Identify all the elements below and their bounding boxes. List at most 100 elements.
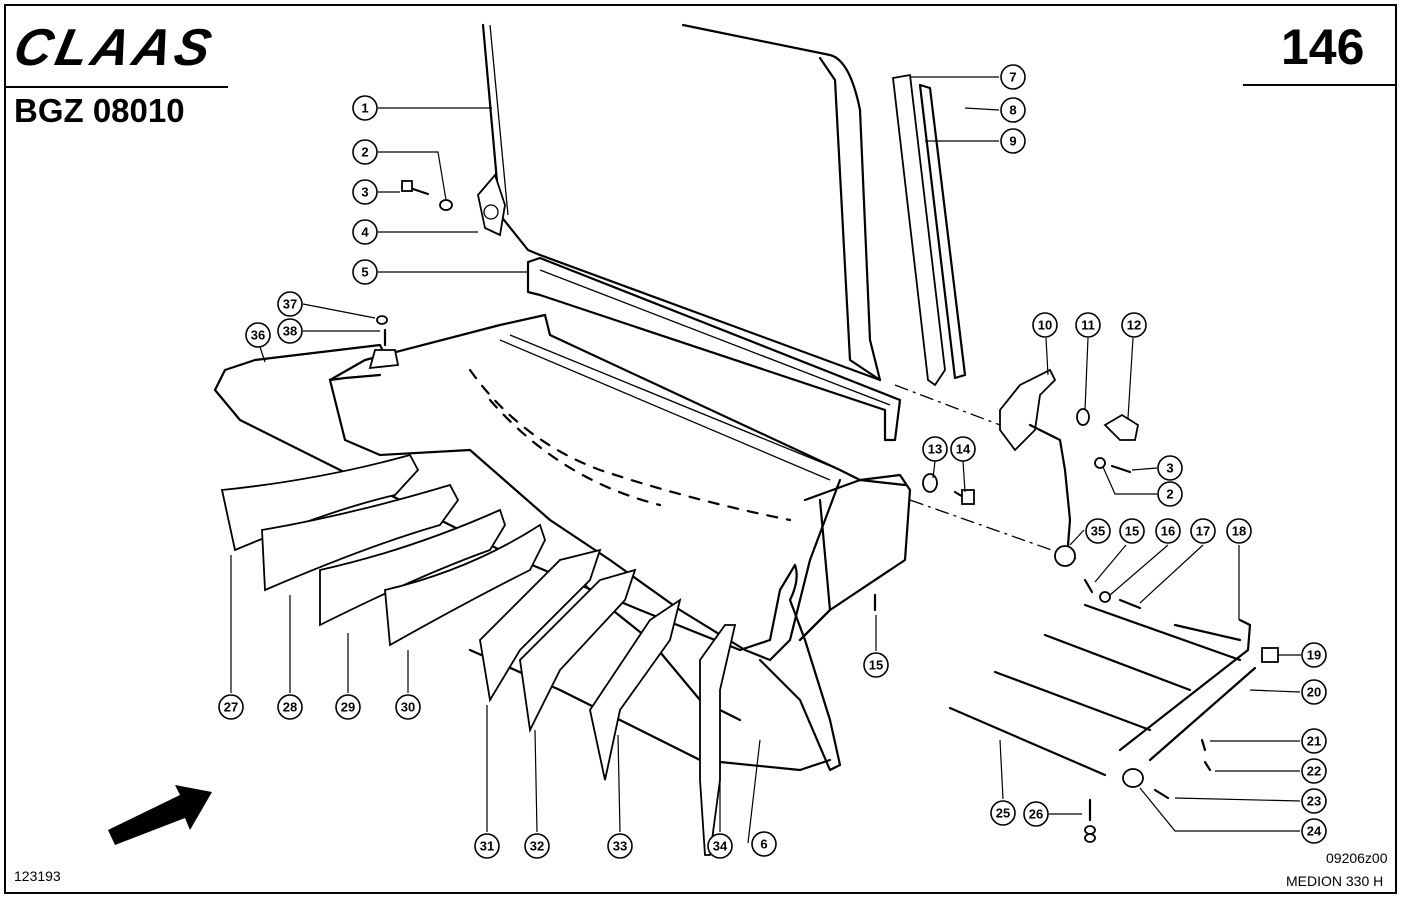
hood-bracket [401,173,506,237]
footer-code-left: 123193 [14,868,61,884]
svg-text:11: 11 [1081,318,1095,333]
callout-23: 23 [1301,788,1327,814]
direction-arrow [108,785,212,845]
rake-assembly [873,578,1279,843]
callout-6: 6 [751,831,777,857]
callout-5: 5 [352,259,378,285]
svg-text:27: 27 [224,700,238,715]
support-angle [526,256,902,442]
callout-29: 29 [335,694,361,720]
callout-30: 30 [395,694,421,720]
svg-text:16: 16 [1161,524,1175,539]
drawing-code: 09206z00 [1326,850,1388,866]
callout-36: 36 [245,322,271,348]
svg-text:22: 22 [1307,764,1321,779]
callout-9: 9 [1000,128,1026,154]
svg-text:25: 25 [996,806,1010,821]
svg-text:14: 14 [956,442,971,457]
svg-text:34: 34 [713,839,728,854]
svg-text:3: 3 [361,185,368,200]
callout-24: 24 [1301,818,1327,844]
callout-37: 37 [277,291,303,317]
svg-text:31: 31 [480,839,494,854]
svg-text:3: 3 [1166,461,1173,476]
callout-18: 18 [1226,518,1252,544]
doc-number: BGZ 08010 [14,92,185,129]
page-number: 146 [1281,19,1365,75]
svg-text:7: 7 [1009,70,1016,85]
svg-text:17: 17 [1196,524,1210,539]
svg-text:21: 21 [1307,734,1321,749]
callout-3: 3 [352,179,378,205]
svg-text:28: 28 [283,700,297,715]
svg-text:8: 8 [1009,103,1016,118]
svg-text:32: 32 [530,839,544,854]
svg-text:19: 19 [1307,648,1321,663]
callout-19: 19 [1301,642,1327,668]
callout-21: 21 [1301,728,1327,754]
page-frame [4,4,1397,894]
svg-text:36: 36 [251,328,265,343]
svg-text:18: 18 [1232,524,1246,539]
callout-10: 10 [1032,312,1058,338]
svg-text:4: 4 [361,225,369,240]
callout-27: 27 [218,694,244,720]
svg-text:20: 20 [1307,685,1321,700]
callout-22: 22 [1301,758,1327,784]
callout-35: 35 [1085,518,1111,544]
svg-text:37: 37 [283,297,297,312]
svg-text:29: 29 [341,700,355,715]
svg-text:1: 1 [361,101,368,116]
callout-14: 14 [950,436,976,462]
callout-2: 2 [352,139,378,165]
callout-25: 25 [990,800,1016,826]
frame-rod [213,343,842,772]
callout-32: 32 [524,833,550,859]
callout-38: 38 [277,318,303,344]
svg-text:2: 2 [1166,487,1173,502]
svg-text:10: 10 [1038,318,1052,333]
callout-26: 26 [1023,801,1049,827]
svg-text:9: 9 [1009,134,1016,149]
callout-17: 17 [1190,518,1216,544]
svg-text:26: 26 [1029,807,1043,822]
callout-34: 34 [707,833,733,859]
svg-text:13: 13 [928,442,942,457]
seal-strip [892,73,967,387]
callout-2-right: 2 [1157,481,1183,507]
svg-text:33: 33 [613,839,627,854]
callout-20: 20 [1301,679,1327,705]
callout-33: 33 [607,833,633,859]
callout-16: 16 [1155,518,1181,544]
svg-text:6: 6 [760,837,767,852]
callout-11: 11 [1075,312,1101,338]
callout-15-lower: 15 [863,652,889,678]
callout-3-right: 3 [1157,455,1183,481]
callout-1: 1 [352,95,378,121]
callout-4: 4 [352,219,378,245]
logo-underline [4,86,228,88]
svg-text:15: 15 [1125,524,1139,539]
hood-panel [481,23,882,382]
page-number-underline [1243,84,1397,86]
callout-12: 12 [1121,312,1147,338]
svg-text:12: 12 [1127,318,1141,333]
callout-28: 28 [277,694,303,720]
svg-text:24: 24 [1307,824,1322,839]
svg-text:30: 30 [401,700,415,715]
callout-15-upper: 15 [1119,518,1145,544]
model-name: MEDION 330 H [1286,873,1384,889]
frame-fasteners [368,315,400,370]
flaps-lower [479,548,737,856]
callout-13: 13 [922,436,948,462]
callout-31: 31 [474,833,500,859]
lever-assembly [922,368,1140,567]
flaps-upper [220,453,546,647]
svg-text:38: 38 [283,324,297,339]
callout-7: 7 [1000,64,1026,90]
svg-text:15: 15 [869,658,883,673]
callout-8: 8 [1000,97,1026,123]
louvre-slits [468,368,792,522]
